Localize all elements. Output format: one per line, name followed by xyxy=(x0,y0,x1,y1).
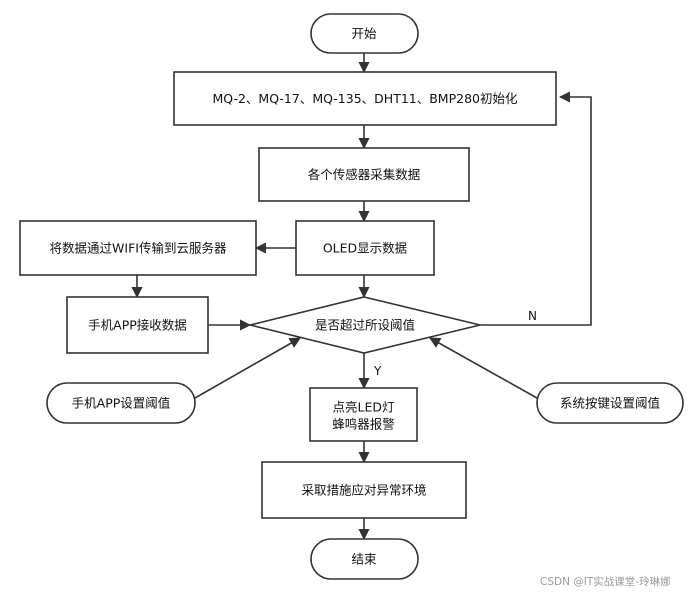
start-terminal-shape xyxy=(310,13,419,54)
end-label: 结束 xyxy=(351,552,377,567)
start-label: 开始 xyxy=(351,26,377,41)
node-end: 结束 xyxy=(310,538,419,580)
app-receive-label: 手机APP接收数据 xyxy=(88,318,187,333)
node-oled: OLED显示数据 xyxy=(295,220,435,276)
app-receive-process-shape xyxy=(66,296,209,354)
key-set-terminal-shape xyxy=(536,382,684,424)
edges xyxy=(131,53,592,541)
csdn-watermark: CSDN @IT实战课堂-玲琳娜 xyxy=(540,576,671,588)
node-measures: 采取措施应对异常环境 xyxy=(261,461,467,519)
app-set-label: 手机APP设置阈值 xyxy=(72,396,171,411)
edge-label-yes: Y xyxy=(373,364,382,378)
alarm-label-line1: 点亮LED灯 xyxy=(333,400,395,415)
decision-label: 是否超过所设阈值 xyxy=(315,318,415,333)
node-collect: 各个传感器采集数据 xyxy=(258,147,470,202)
key-set-label: 系统按键设置阈值 xyxy=(560,396,660,411)
end-terminal-shape xyxy=(310,538,419,580)
node-key-set: 系统按键设置阈值 xyxy=(536,382,684,424)
collect-label: 各个传感器采集数据 xyxy=(308,167,421,182)
node-init: MQ-2、MQ-17、MQ-135、DHT11、BMP280初始化 xyxy=(173,71,557,126)
node-start: 开始 xyxy=(310,13,419,54)
node-wifi: 将数据通过WIFI传输到云服务器 xyxy=(19,220,257,276)
edge-decision-no-init xyxy=(480,91,592,326)
oled-process-shape xyxy=(295,220,435,276)
edge-key-set-decision xyxy=(429,337,538,399)
alarm-label-line2: 蜂鸣器报警 xyxy=(332,417,395,432)
app-set-terminal-shape xyxy=(46,382,196,424)
measures-label: 采取措施应对异常环境 xyxy=(301,483,426,498)
collect-process-shape xyxy=(258,147,470,202)
oled-label: OLED显示数据 xyxy=(323,241,407,256)
node-app-set: 手机APP设置阈值 xyxy=(46,382,196,424)
edge-label-no: N xyxy=(528,309,537,323)
node-decision: 是否超过所设阈值 xyxy=(249,296,481,354)
node-app-receive: 手机APP接收数据 xyxy=(66,296,209,354)
init-label: MQ-2、MQ-17、MQ-135、DHT11、BMP280初始化 xyxy=(213,91,518,106)
node-alarm: 点亮LED灯 蜂鸣器报警 xyxy=(309,387,418,442)
wifi-process-shape xyxy=(19,220,257,276)
edge-app-set-decision xyxy=(194,337,301,399)
init-process-shape xyxy=(173,71,557,126)
measures-process-shape xyxy=(261,461,467,519)
alarm-process-shape xyxy=(309,387,418,442)
wifi-label: 将数据通过WIFI传输到云服务器 xyxy=(50,241,227,256)
decision-diamond-shape xyxy=(249,296,481,354)
